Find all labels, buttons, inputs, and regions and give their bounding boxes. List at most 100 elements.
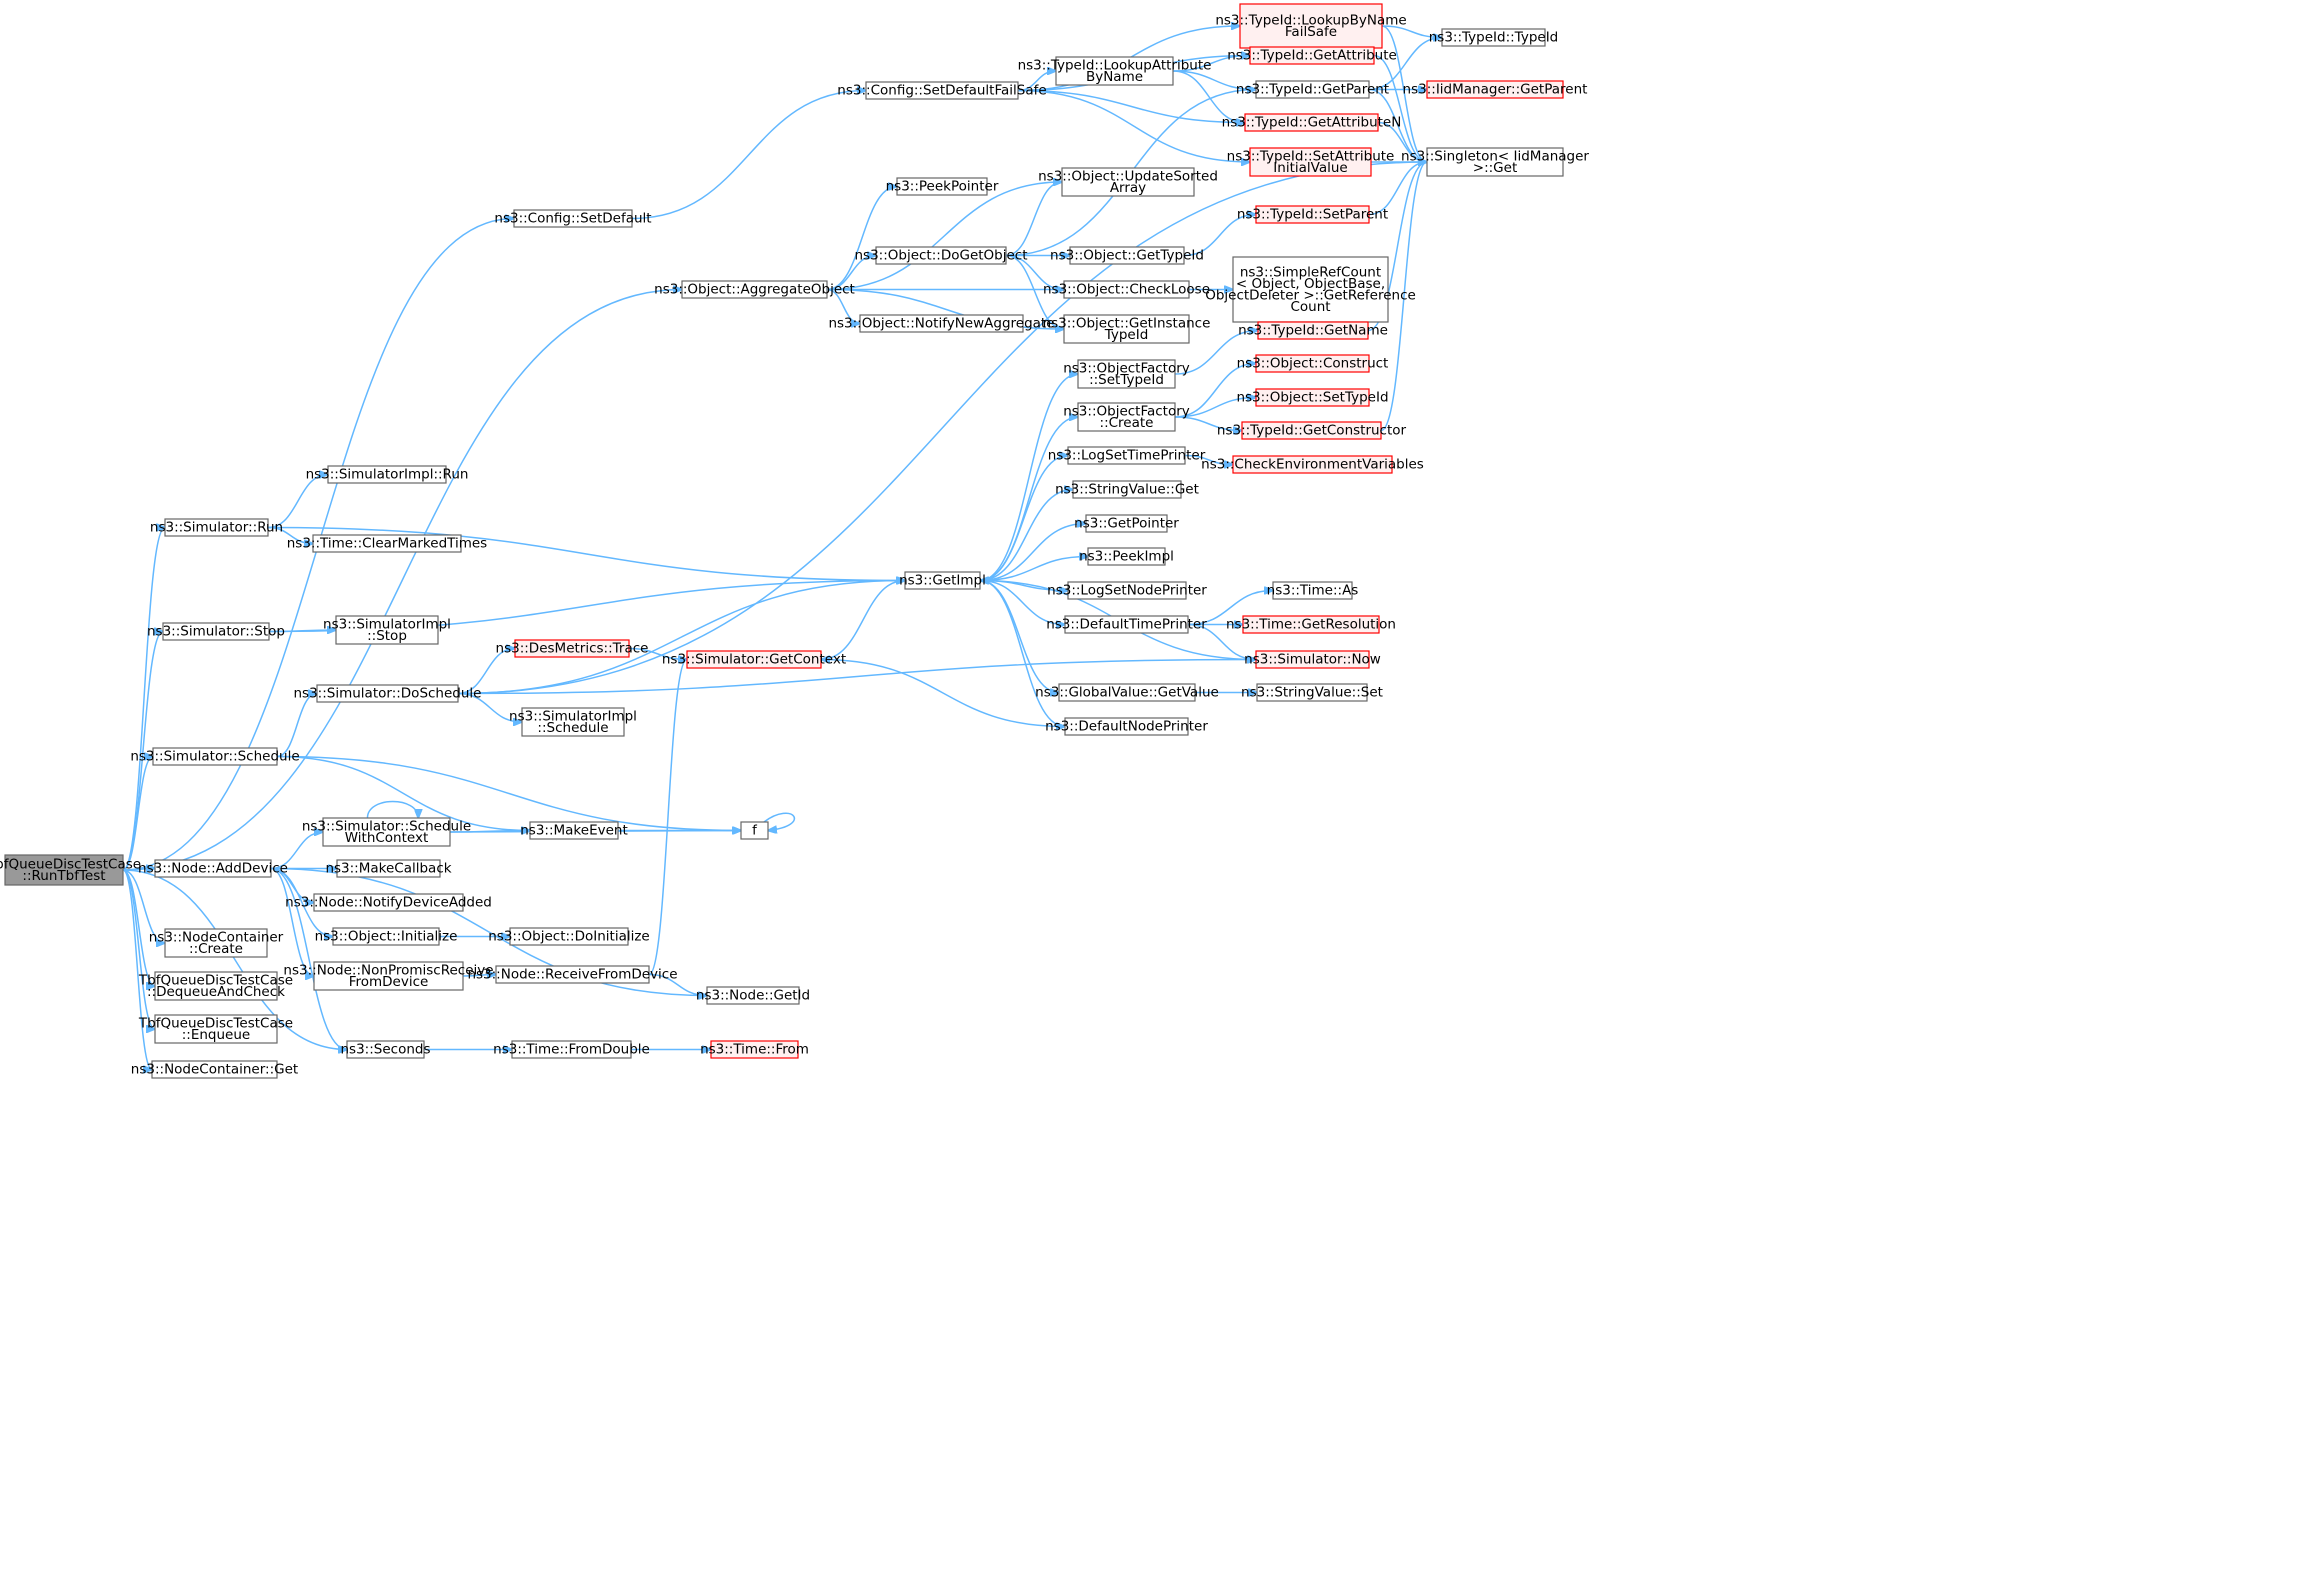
node-seconds[interactable]: ns3::Seconds (341, 1040, 431, 1059)
node-nc-get[interactable]: ns3::NodeContainer::Get (131, 1060, 298, 1079)
node-box (1055, 56, 1174, 86)
node-label: ::Enqueue (182, 1027, 250, 1043)
node-des-trace[interactable]: ns3::DesMetrics::Trace (496, 639, 649, 658)
node-make-callback[interactable]: ns3::MakeCallback (325, 859, 452, 878)
node-obj-set-type-id[interactable]: ns3::Object::SetTypeId (1236, 388, 1389, 407)
node-impl-schedule[interactable]: ns3::SimulatorImpl::Schedule (509, 707, 637, 737)
node-obj-init[interactable]: ns3::Object::Initialize (315, 927, 458, 946)
node-label: ns3::Config::SetDefaultFailSafe (837, 83, 1046, 99)
node-impl-run[interactable]: ns3::SimulatorImpl::Run (306, 465, 469, 484)
node-check-env[interactable]: ns3::CheckEnvironmentVariables (1201, 455, 1424, 474)
node-of-set-type-id[interactable]: ns3::ObjectFactory::SetTypeId (1063, 359, 1190, 389)
node-clear-marked[interactable]: ns3::Time::ClearMarkedTimes (287, 534, 487, 553)
edge-default-time-printer-to-sim-now (1187, 623, 1256, 660)
node-cfg-set-default[interactable]: ns3::Config::SetDefault (494, 209, 652, 228)
node-get-attribute-n[interactable]: ns3::TypeId::GetAttributeN (1222, 113, 1402, 132)
edge-add-device-to-non-promisc (270, 867, 314, 977)
node-sim-schedule[interactable]: ns3::Simulator::Schedule (130, 747, 300, 766)
node-get-pointer[interactable]: ns3::GetPointer (1074, 514, 1179, 533)
node-box (313, 893, 464, 912)
node-sim-stop[interactable]: ns3::Simulator::Stop (147, 622, 285, 641)
node-str-set[interactable]: ns3::StringValue::Set (1241, 683, 1383, 702)
node-enqueue[interactable]: TbfQueueDiscTestCase::Enqueue (138, 1014, 293, 1044)
node-do-schedule[interactable]: ns3::Simulator::DoSchedule (294, 684, 482, 703)
node-from-double[interactable]: ns3::Time::FromDouble (493, 1040, 650, 1059)
node-log-set-node-printer[interactable]: ns3::LogSetNodePrinter (1047, 581, 1207, 600)
node-time-as[interactable]: ns3::Time::As (1267, 581, 1359, 600)
node-dequeue-check[interactable]: TbfQueueDiscTestCase::DequeueAndCheck (138, 971, 293, 1001)
node-label: ns3::Time::From (700, 1042, 809, 1058)
edge-sim-run-to-get-impl (267, 526, 905, 581)
node-gv-get-value[interactable]: ns3::GlobalValue::GetValue (1035, 683, 1219, 702)
edge-root-to-sim-schedule (122, 757, 153, 871)
node-box (1426, 147, 1564, 177)
node-notify-dev-added[interactable]: ns3::Node::NotifyDeviceAdded (285, 893, 492, 912)
node-root[interactable]: TbfQueueDiscTestCase::RunTbfTest (0, 854, 141, 886)
node-type-id-ctor[interactable]: ns3::TypeId::TypeId (1429, 28, 1559, 47)
node-box (1087, 547, 1166, 566)
node-peek-pointer[interactable]: ns3::PeekPointer (886, 177, 999, 196)
edge-lookup-by-name-to-singleton-get (1381, 25, 1427, 162)
edge-of-create-to-get-constructor (1174, 416, 1242, 431)
node-aggregate[interactable]: ns3::Object::AggregateObject (654, 280, 855, 299)
node-box (4, 854, 124, 886)
edge-do-schedule-to-des-trace (457, 649, 515, 695)
node-add-device[interactable]: ns3::Node::AddDevice (138, 859, 288, 878)
node-do-get-object[interactable]: ns3::Object::DoGetObject (854, 246, 1028, 265)
node-get-attribute[interactable]: ns3::TypeId::GetAttribute (1227, 46, 1397, 65)
node-get-name[interactable]: ns3::TypeId::GetName (1238, 321, 1388, 340)
node-box (1257, 321, 1369, 340)
node-impl-stop[interactable]: ns3::SimulatorImpl::Stop (323, 615, 451, 645)
node-str-get[interactable]: ns3::StringValue::Get (1055, 480, 1199, 499)
node-box (509, 927, 629, 946)
node-get-parent[interactable]: ns3::TypeId::GetParent (1236, 80, 1389, 99)
node-time-from[interactable]: ns3::Time::From (700, 1040, 809, 1059)
node-box (859, 314, 1024, 333)
node-get-constructor[interactable]: ns3::TypeId::GetConstructor (1217, 421, 1407, 440)
node-get-context[interactable]: ns3::Simulator::GetContext (662, 650, 846, 669)
node-check-loose[interactable]: ns3::Object::CheckLoose (1043, 280, 1210, 299)
node-sim-run[interactable]: ns3::Simulator::Run (150, 518, 283, 537)
node-notify-new-agg[interactable]: ns3::Object::NotifyNewAggregate (828, 314, 1055, 333)
edge-sim-schedule-to-make-event (276, 755, 530, 831)
node-nc-create[interactable]: ns3::NodeContainer::Create (149, 928, 284, 958)
node-do-init[interactable]: ns3::Object::DoInitialize (488, 927, 650, 946)
node-peek-impl[interactable]: ns3::PeekImpl (1079, 547, 1174, 566)
edge-get-constructor-to-singleton-get (1380, 162, 1427, 432)
node-sim-now[interactable]: ns3::Simulator::Now (1244, 650, 1381, 669)
node-log-set-time-printer[interactable]: ns3::LogSetTimePrinter (1048, 446, 1206, 465)
node-get-type-id[interactable]: ns3::Object::GetTypeId (1050, 246, 1204, 265)
node-node-get-id[interactable]: ns3::Node::GetId (696, 986, 810, 1005)
node-f[interactable]: f (740, 821, 769, 840)
node-iid-get-parent[interactable]: ns3::IidManager::GetParent (1403, 80, 1588, 99)
node-make-event[interactable]: ns3::MakeEvent (520, 821, 628, 840)
node-box (1441, 28, 1546, 47)
node-label: TbfQueueDiscTestCase (138, 1015, 293, 1031)
node-of-create[interactable]: ns3::ObjectFactory::Create (1063, 402, 1190, 432)
node-label: ns3::Node::NonPromiscReceive (283, 962, 493, 978)
node-recv-from-dev[interactable]: ns3::Node::ReceiveFromDevice (467, 965, 678, 984)
node-set-parent[interactable]: ns3::TypeId::SetParent (1237, 205, 1388, 224)
node-default-node-printer[interactable]: ns3::DefaultNodePrinter (1045, 717, 1208, 736)
node-label: ns3::Time::GetResolution (1226, 617, 1396, 633)
node-label: ns3::Object::Initialize (315, 929, 458, 945)
node-box (1069, 246, 1185, 265)
node-cfg-fail-safe[interactable]: ns3::Config::SetDefaultFailSafe (837, 81, 1047, 100)
node-box (1232, 455, 1393, 474)
node-simple-ref[interactable]: ns3::SimpleRefCount< Object, ObjectBase,… (1205, 256, 1416, 323)
node-label: ns3::DefaultTimePrinter (1046, 617, 1207, 633)
node-default-time-printer[interactable]: ns3::DefaultTimePrinter (1046, 615, 1207, 634)
node-get-impl[interactable]: ns3::GetImpl (899, 571, 986, 590)
node-construct[interactable]: ns3::Object::Construct (1237, 354, 1389, 373)
edge-do-schedule-to-sim-now (457, 660, 1256, 695)
node-singleton-get[interactable]: ns3::Singleton< IidManager >::Get (1401, 147, 1589, 177)
node-get-resolution[interactable]: ns3::Time::GetResolution (1226, 615, 1396, 634)
edge-non-promisc-to-recv-from-dev (462, 975, 496, 977)
